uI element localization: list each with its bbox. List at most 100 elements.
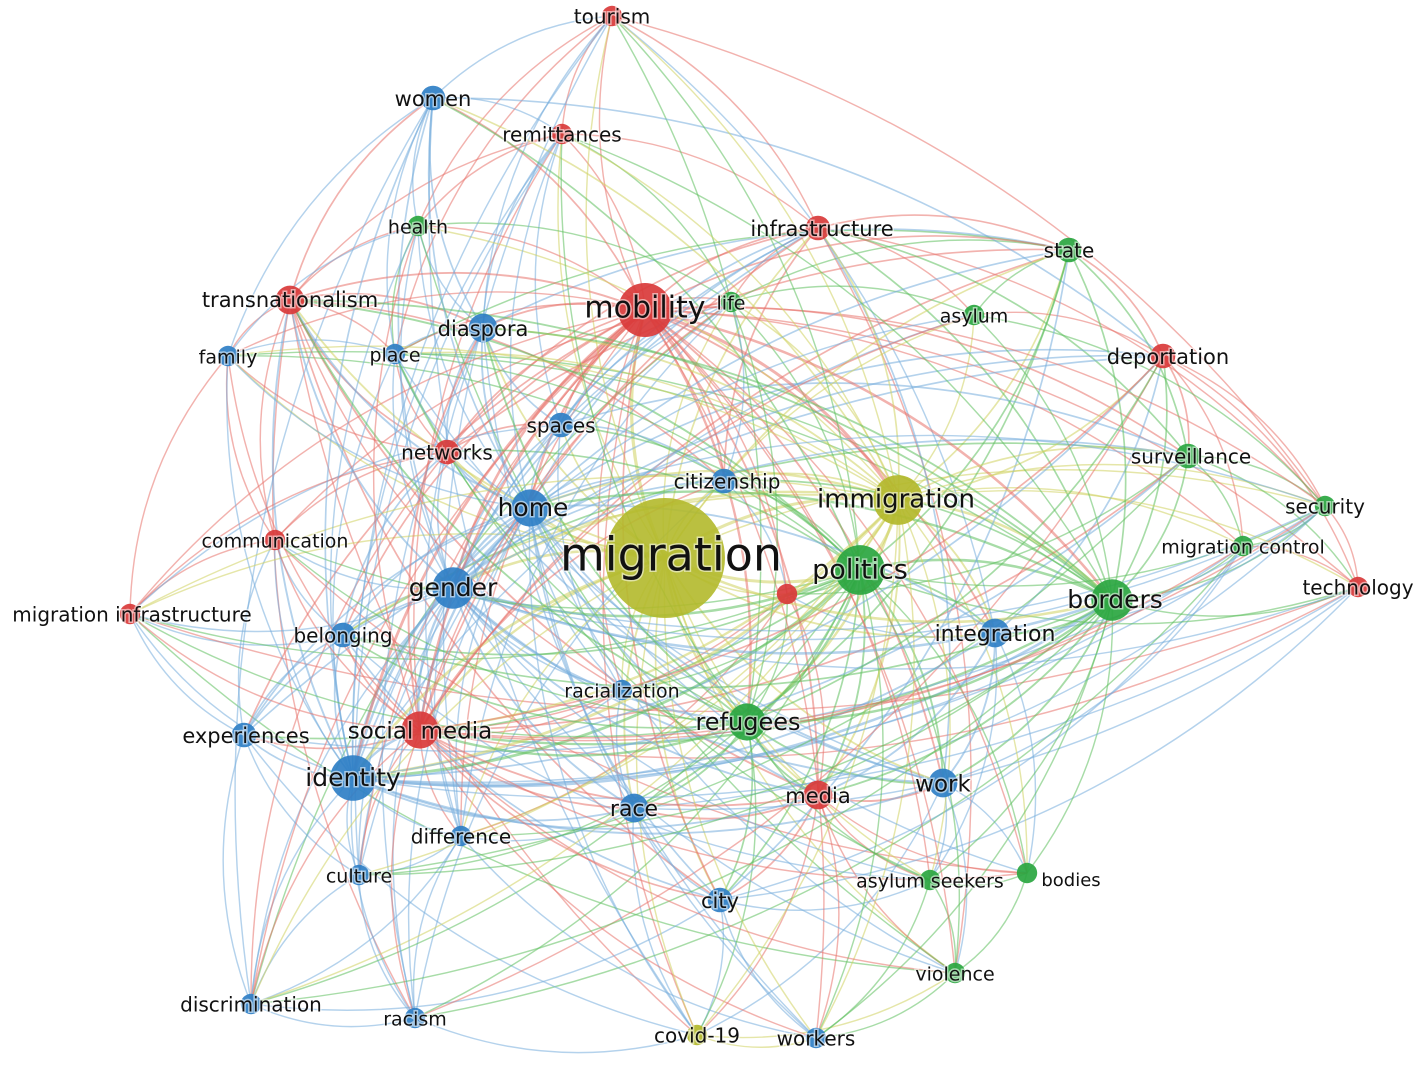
node-family[interactable] — [217, 345, 239, 367]
edge-security-race — [633, 505, 1326, 809]
node-place[interactable] — [384, 343, 406, 365]
node-social-media[interactable] — [401, 711, 439, 749]
edge-identity-family — [226, 355, 354, 779]
node-racism[interactable] — [404, 1007, 426, 1029]
edge-surveillance-infrastructure — [817, 227, 1189, 457]
node-asylum-seekers[interactable] — [919, 869, 941, 891]
edge-technology-city — [719, 586, 1359, 901]
label-remittances: remittances — [502, 123, 621, 147]
node-transnationalism[interactable] — [275, 285, 305, 315]
node-security[interactable] — [1314, 495, 1336, 517]
node-health[interactable] — [407, 215, 429, 237]
node-politics[interactable] — [835, 545, 885, 595]
edge-home-deportation — [529, 348, 1164, 509]
node-spaces[interactable] — [548, 412, 574, 438]
label-networks: networks — [401, 441, 493, 465]
node-violence[interactable] — [944, 962, 966, 984]
edge-family-health — [227, 225, 419, 357]
edge-identity-remittances — [351, 133, 563, 779]
node-infrastructure[interactable] — [805, 215, 831, 241]
label-social-media: social media — [348, 719, 493, 745]
label-race: race — [610, 797, 658, 822]
edge-migration-remittances — [557, 133, 666, 559]
edge-refugees-covid-19 — [696, 721, 757, 1036]
node-home[interactable] — [511, 489, 549, 527]
node-integration[interactable] — [980, 618, 1010, 648]
node-discrimination[interactable] — [240, 993, 262, 1015]
node-life[interactable] — [720, 291, 742, 313]
edge-mobility-discrimination — [250, 309, 646, 1005]
node-communication[interactable] — [264, 529, 286, 551]
node-state[interactable] — [1056, 237, 1082, 263]
label-security: security — [1285, 495, 1365, 519]
edge-tourism-infrastructure — [611, 15, 819, 229]
edge-workers-mobility — [644, 309, 825, 1039]
node-experiences[interactable] — [231, 722, 257, 748]
edge-mobility-transnationalism — [289, 271, 646, 311]
node-surveillance[interactable] — [1175, 443, 1201, 469]
edge-mobility-borders — [644, 308, 1114, 601]
node-migration-infrastructure[interactable] — [119, 603, 141, 625]
node-unlabeled-red[interactable] — [776, 583, 798, 605]
node-difference[interactable] — [450, 825, 472, 847]
edge-covid-19-workers — [696, 1034, 817, 1048]
edge-immigration-infrastructure — [817, 227, 900, 501]
label-life: life — [717, 293, 746, 315]
edge-politics-transnationalism — [289, 299, 861, 571]
node-asylum[interactable] — [963, 304, 985, 326]
edge-asylum-seekers-bodies — [929, 872, 1028, 887]
node-media[interactable] — [803, 780, 833, 810]
node-technology[interactable] — [1347, 576, 1369, 598]
label-immigration: immigration — [817, 485, 975, 515]
edge-borders-culture — [358, 599, 1113, 876]
node-deportation[interactable] — [1150, 343, 1176, 369]
edge-borders-diaspora — [482, 327, 1113, 601]
edge-bodies-politics — [859, 569, 1028, 874]
edge-social-media-infrastructure — [419, 227, 819, 731]
edge-workers-media — [815, 794, 840, 1039]
node-city[interactable] — [707, 887, 733, 913]
edge-bodies-borders — [1026, 599, 1114, 874]
node-bodies[interactable] — [1016, 862, 1038, 884]
node-covid-19[interactable] — [686, 1024, 708, 1046]
edge-mobility-difference — [460, 309, 646, 837]
node-borders[interactable] — [1091, 579, 1133, 621]
node-refugees[interactable] — [728, 703, 766, 741]
edge-refugees-place — [394, 353, 748, 723]
edge-social-media-deportation — [419, 355, 1164, 731]
node-race[interactable] — [619, 793, 649, 823]
node-workers[interactable] — [805, 1027, 827, 1049]
edge-difference-tourism — [442, 15, 613, 837]
edge-asylum-identity — [352, 314, 975, 779]
node-immigration[interactable] — [873, 475, 923, 525]
label-belonging: belonging — [293, 624, 392, 648]
node-migration[interactable] — [605, 498, 725, 618]
node-remittances[interactable] — [551, 123, 573, 145]
node-racialization[interactable] — [611, 679, 633, 701]
edge-home-family — [227, 355, 531, 509]
node-gender[interactable] — [432, 567, 474, 609]
edge-home-integration — [529, 504, 996, 634]
node-diaspora[interactable] — [468, 313, 498, 343]
node-identity[interactable] — [330, 755, 376, 801]
edges-layer — [129, 15, 1359, 1054]
node-mobility[interactable] — [618, 283, 672, 337]
node-belonging[interactable] — [330, 622, 356, 648]
node-women[interactable] — [420, 85, 446, 111]
edge-identity-mobility — [351, 308, 646, 779]
edge-home-infrastructure — [529, 227, 819, 509]
label-experiences: experiences — [182, 724, 309, 748]
node-tourism[interactable] — [601, 5, 623, 27]
edge-mobility-health — [417, 225, 646, 311]
edge-social-media-migration-control — [419, 545, 1244, 742]
label-migration-control: migration control — [1161, 537, 1325, 559]
node-citizenship[interactable] — [711, 468, 737, 494]
node-networks[interactable] — [434, 439, 460, 465]
node-culture[interactable] — [348, 864, 370, 886]
node-migration-control[interactable] — [1232, 535, 1254, 557]
edge-racism-covid-19 — [414, 1017, 698, 1054]
edge-migration-workers — [663, 557, 817, 1039]
node-work[interactable] — [928, 768, 958, 798]
edge-racism-diaspora — [381, 327, 484, 1019]
edge-race-technology — [633, 586, 1359, 811]
